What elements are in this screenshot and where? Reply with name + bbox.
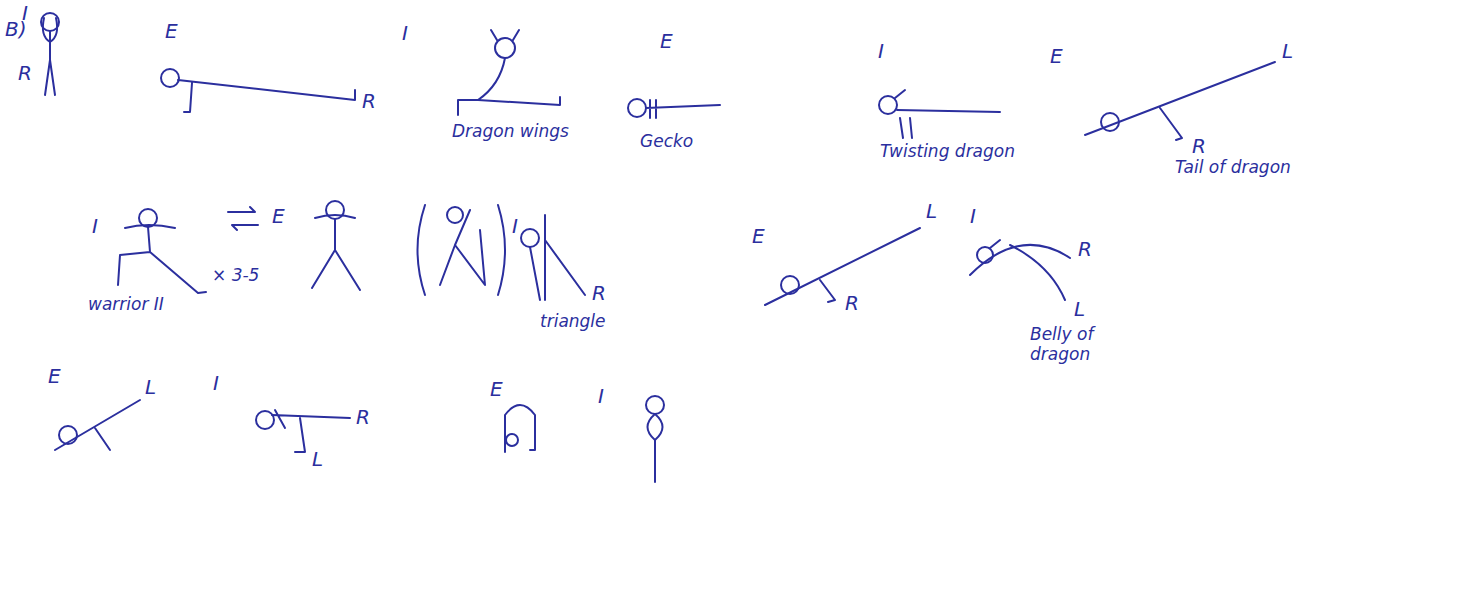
side-breath-mark: E (490, 378, 503, 401)
side-breath-mark: L (926, 200, 937, 223)
side-breath-mark: I (512, 215, 518, 238)
side-breath-mark: I (92, 215, 98, 238)
pose-name: warrior II (88, 295, 164, 315)
side-breath-mark: L (312, 448, 323, 471)
pose-name: Gecko (640, 132, 693, 152)
side-breath-mark: I (598, 385, 604, 408)
pose-name: triangle (540, 312, 606, 332)
side-breath-mark: I (213, 372, 219, 395)
side-breath-mark: R (845, 292, 859, 315)
side-breath-mark: E (165, 20, 178, 43)
side-breath-mark: E (660, 30, 673, 53)
side-breath-mark: I (878, 40, 884, 63)
side-breath-mark: R (356, 406, 370, 429)
side-breath-mark: L (1074, 298, 1085, 321)
side-breath-mark: R (1192, 135, 1206, 158)
side-breath-mark: L (1282, 40, 1293, 63)
side-breath-mark: E (752, 225, 765, 248)
pose-name: Belly of dragon (1030, 325, 1125, 364)
side-breath-mark: E (1050, 45, 1063, 68)
side-breath-mark: R (1078, 238, 1092, 261)
side-breath-mark: I (402, 22, 408, 45)
pose-name: Twisting dragon (880, 142, 1015, 162)
pose-name: Dragon wings (452, 122, 569, 142)
side-breath-mark: L (145, 376, 156, 399)
side-breath-mark: I (970, 205, 976, 228)
side-breath-mark: R (592, 282, 606, 305)
side-breath-mark: I (22, 2, 28, 25)
pose-name: × 3-5 (212, 266, 259, 286)
pose-name: Tail of dragon (1175, 158, 1291, 178)
side-breath-mark: R (18, 62, 32, 85)
side-breath-mark: R (362, 90, 376, 113)
side-breath-mark: E (48, 365, 61, 388)
side-breath-mark: E (272, 205, 285, 228)
